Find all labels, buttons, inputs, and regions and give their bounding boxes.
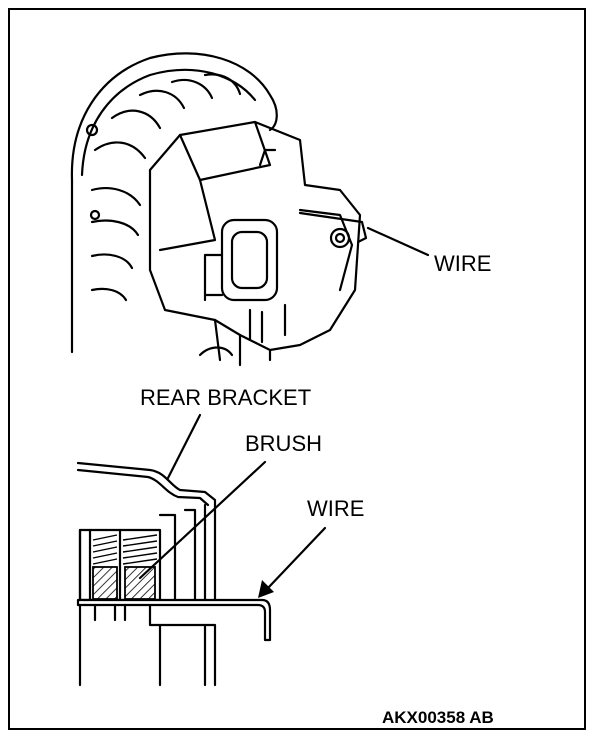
rear-bracket-label: REAR BRACKET — [140, 385, 311, 410]
brush-springs — [92, 534, 158, 565]
wire-bottom-label: WIRE — [307, 496, 364, 521]
wire-top-label: WIRE — [434, 251, 491, 276]
brush-left — [92, 566, 118, 600]
brush-holder-section — [76, 461, 272, 687]
brush-right — [124, 566, 156, 600]
figure-frame — [8, 8, 586, 730]
brush-label: BRUSH — [245, 431, 322, 456]
wire-top-leader-line — [366, 226, 430, 257]
brush-leader-line — [138, 460, 267, 580]
figure-code: AKX00358 AB — [382, 708, 494, 727]
wire-bottom-arrowhead — [258, 580, 274, 598]
rear-bracket-leader-line — [166, 413, 202, 480]
cooling-fins — [85, 73, 242, 302]
alternator-illustration — [70, 52, 368, 367]
wire-bottom-leader-line — [266, 526, 327, 590]
